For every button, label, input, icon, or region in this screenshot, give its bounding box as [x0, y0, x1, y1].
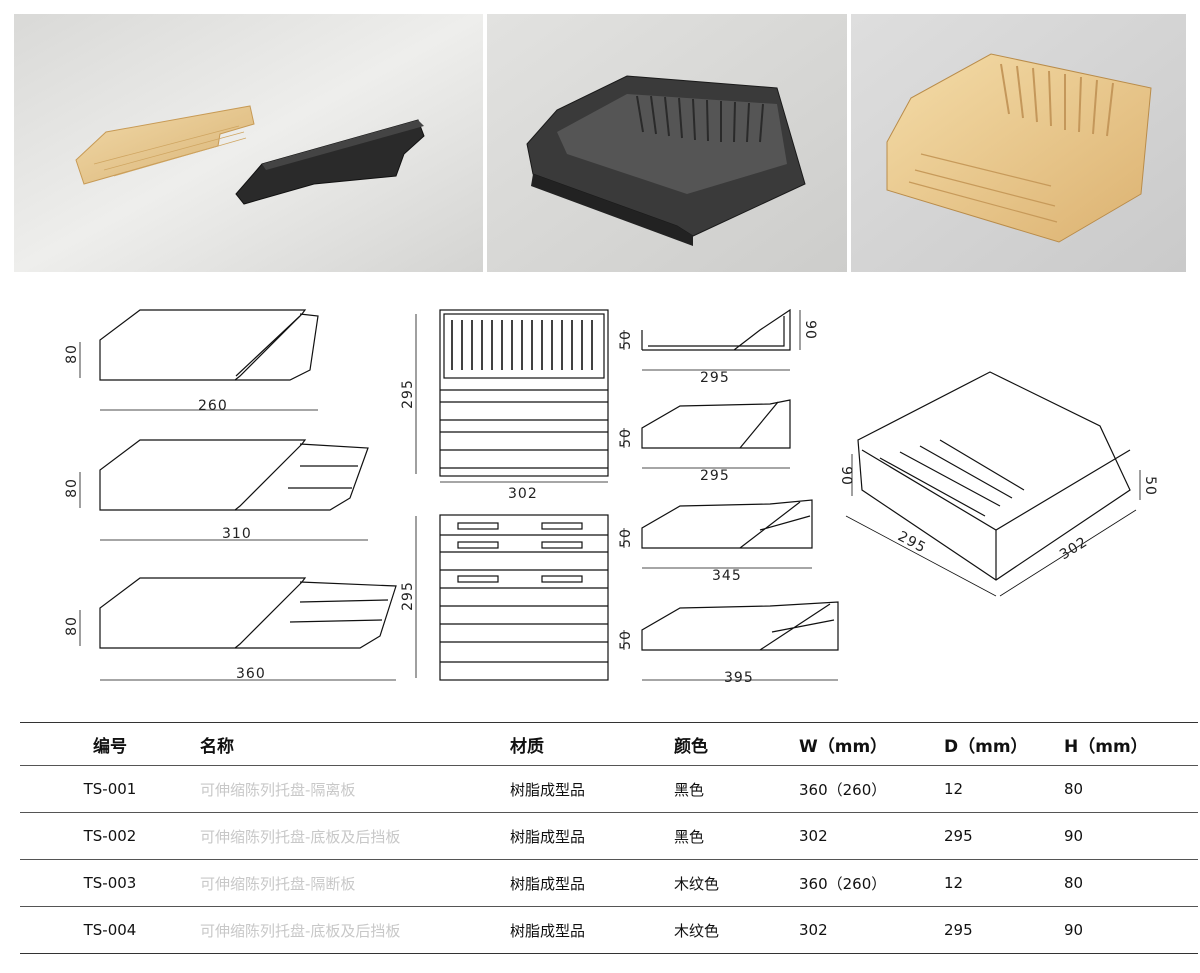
table-row: TS-001 可伸缩陈列托盘-隔离板 树脂成型品 黑色 360（260） 12 …: [20, 765, 1198, 813]
cell-name: 可伸缩陈列托盘-隔离板: [200, 765, 510, 813]
cell-w: 302: [799, 812, 944, 860]
cell-code: TS-004: [20, 906, 200, 954]
dim-295-b: 295: [400, 581, 416, 611]
cell-code: TS-002: [20, 812, 200, 860]
dim-310: 310: [222, 526, 252, 542]
cell-w: 360（260）: [799, 859, 944, 907]
cell-code: TS-001: [20, 765, 200, 813]
header-w: W（mm）: [799, 722, 944, 766]
dim-295-a: 295: [400, 379, 416, 409]
board-260-drawing: [79, 309, 319, 411]
table-header-row: 编号 名称 材质 颜色 W（mm） D（mm） H（mm）: [20, 722, 1198, 766]
cell-d: 295: [944, 906, 1064, 954]
cell-w: 302: [799, 906, 944, 954]
cell-w: 360（260）: [799, 765, 944, 813]
side-view-345: [623, 499, 813, 569]
dim-302: 302: [508, 486, 538, 502]
dim-395: 395: [724, 670, 754, 686]
header-name: 名称: [200, 722, 510, 766]
dim-80-a: 80: [64, 344, 80, 364]
dim-90-a: 90: [802, 320, 818, 340]
dim-302-b: 302: [1057, 534, 1091, 563]
table-row: TS-004 可伸缩陈列托盘-底板及后挡板 树脂成型品 木纹色 302 295 …: [20, 906, 1198, 954]
cell-h: 80: [1064, 859, 1198, 907]
dim-260: 260: [198, 398, 228, 414]
cell-h: 90: [1064, 812, 1198, 860]
side-view-295-a: [623, 308, 801, 371]
cell-material: 树脂成型品: [510, 859, 674, 907]
dim-90-b: 90: [838, 466, 854, 486]
side-view-295-b: [623, 399, 791, 469]
header-h: H（mm）: [1064, 722, 1198, 766]
dim-295-c: 295: [700, 370, 730, 386]
spec-table: 编号 名称 材质 颜色 W（mm） D（mm） H（mm） TS-001 可伸缩…: [20, 722, 1198, 954]
dim-50-c: 50: [618, 528, 634, 548]
board-360-drawing: [79, 577, 397, 681]
board-310-drawing: [79, 439, 369, 541]
dim-50-d: 50: [618, 630, 634, 650]
partition-boards-photo: [14, 14, 483, 272]
dim-345: 345: [712, 568, 742, 584]
cell-d: 12: [944, 765, 1064, 813]
header-d: D（mm）: [944, 722, 1064, 766]
dim-50-a: 50: [618, 330, 634, 350]
header-material: 材质: [510, 722, 674, 766]
cell-code: TS-003: [20, 859, 200, 907]
table-row: TS-002 可伸缩陈列托盘-底板及后挡板 树脂成型品 黑色 302 295 9…: [20, 812, 1198, 860]
cell-color: 黑色: [674, 812, 799, 860]
black-tray-photo: [487, 14, 847, 272]
header-code: 编号: [20, 722, 200, 766]
cell-h: 90: [1064, 906, 1198, 954]
cell-d: 295: [944, 812, 1064, 860]
base-top-view: [415, 309, 609, 483]
partition-top-view: [415, 514, 609, 681]
table-row: TS-003 可伸缩陈列托盘-隔断板 树脂成型品 木纹色 360（260） 12…: [20, 859, 1198, 907]
isometric-tray-drawing: [845, 371, 1141, 597]
dim-295-e: 295: [895, 528, 929, 556]
dim-360: 360: [236, 666, 266, 682]
cell-material: 树脂成型品: [510, 812, 674, 860]
header-color: 颜色: [674, 722, 799, 766]
dim-80-b: 80: [64, 478, 80, 498]
dim-50-e: 50: [1142, 476, 1158, 496]
cell-h: 80: [1064, 765, 1198, 813]
cell-color: 木纹色: [674, 906, 799, 954]
technical-drawings: 260 310 360 80 80 80 295 295 302 50 50 5…: [64, 308, 1158, 686]
cell-name: 可伸缩陈列托盘-隔断板: [200, 859, 510, 907]
dim-295-d: 295: [700, 468, 730, 484]
cell-color: 木纹色: [674, 859, 799, 907]
dim-80-c: 80: [64, 616, 80, 636]
cell-material: 树脂成型品: [510, 906, 674, 954]
side-view-395: [623, 601, 839, 681]
wood-tray-photo: [851, 14, 1186, 272]
cell-d: 12: [944, 859, 1064, 907]
dim-50-b: 50: [618, 428, 634, 448]
cell-name: 可伸缩陈列托盘-底板及后挡板: [200, 812, 510, 860]
cell-color: 黑色: [674, 765, 799, 813]
cell-name: 可伸缩陈列托盘-底板及后挡板: [200, 906, 510, 954]
cell-material: 树脂成型品: [510, 765, 674, 813]
